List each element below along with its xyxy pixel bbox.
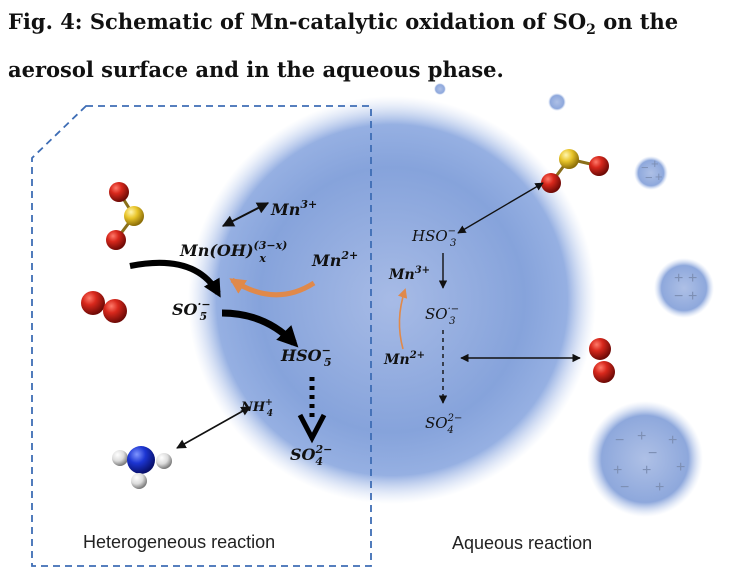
label-so4-surface: SO2−4 <box>290 443 332 468</box>
svg-text:+: + <box>613 462 622 479</box>
nh3-molecule <box>112 446 172 489</box>
figure-title: Fig. 4: Schematic of Mn-catalytic oxidat… <box>8 9 679 83</box>
tiny-droplet-1 <box>434 83 446 95</box>
svg-text:−: − <box>674 288 683 305</box>
svg-text:+: + <box>668 432 677 449</box>
svg-text:+: + <box>655 479 664 496</box>
o2-molecule-right <box>589 338 615 383</box>
mn2-to-mnoh-arrow <box>229 277 316 298</box>
svg-text:+: + <box>688 288 697 305</box>
so2-molecule-left <box>106 182 144 250</box>
aqueous-reaction-label: Aqueous reaction <box>452 533 593 553</box>
medium-droplet-charges: + + − + <box>674 270 697 305</box>
label-mn3-surface: Mn3+ <box>270 198 317 219</box>
large-droplet-charges: − + + + − + + − + <box>613 428 685 496</box>
nh3-nh4-arrow <box>176 406 251 449</box>
label-mn2-surface: Mn2+ <box>311 249 358 270</box>
svg-text:−: − <box>645 170 653 185</box>
label-so3-radical: SO·−3 <box>425 304 459 327</box>
svg-text:−: − <box>648 445 657 462</box>
small-droplet <box>634 156 668 190</box>
heterogeneous-reaction-label: Heterogeneous reaction <box>83 532 276 552</box>
label-hso5: HSO−5 <box>280 344 331 369</box>
small-droplet-charges: − + − + <box>641 156 663 185</box>
o2-molecule-left <box>81 291 127 323</box>
label-mn3-aqueous: Mn3+ <box>388 265 430 283</box>
so5-to-hso5-arrow <box>221 309 299 348</box>
so2-to-so5-arrow <box>129 259 221 298</box>
aerosol-droplet <box>188 96 596 504</box>
svg-text:−: − <box>615 432 624 449</box>
svg-text:+: + <box>651 156 659 171</box>
svg-text:+: + <box>637 428 646 445</box>
so2-hso3-arrow <box>457 182 544 234</box>
mn3-mnoh-arrow <box>221 202 270 227</box>
label-so4-aqueous: SO2−4 <box>425 413 462 436</box>
label-nh4: NH+4 <box>240 398 273 419</box>
label-so5-radical: SO·−5 <box>172 298 211 323</box>
svg-text:+: + <box>655 169 663 184</box>
so2-molecule-right <box>541 149 609 193</box>
svg-text:−: − <box>620 479 629 496</box>
svg-text:−: − <box>641 160 649 175</box>
svg-text:+: + <box>676 459 685 476</box>
hso5-to-so4-head <box>297 413 327 444</box>
large-droplet <box>587 401 703 517</box>
medium-droplet <box>654 258 714 318</box>
label-hso3: HSO−3 <box>411 226 456 249</box>
svg-text:+: + <box>674 270 683 287</box>
mn2-to-mn3-arrow <box>398 288 408 350</box>
label-mn-oh: Mn(OH)(3−x)x <box>179 239 287 265</box>
svg-text:+: + <box>642 462 651 479</box>
tiny-droplet-2 <box>548 93 566 111</box>
label-mn2-aqueous: Mn2+ <box>383 350 425 368</box>
heterogeneous-region-box <box>31 105 372 567</box>
svg-text:+: + <box>688 270 697 287</box>
